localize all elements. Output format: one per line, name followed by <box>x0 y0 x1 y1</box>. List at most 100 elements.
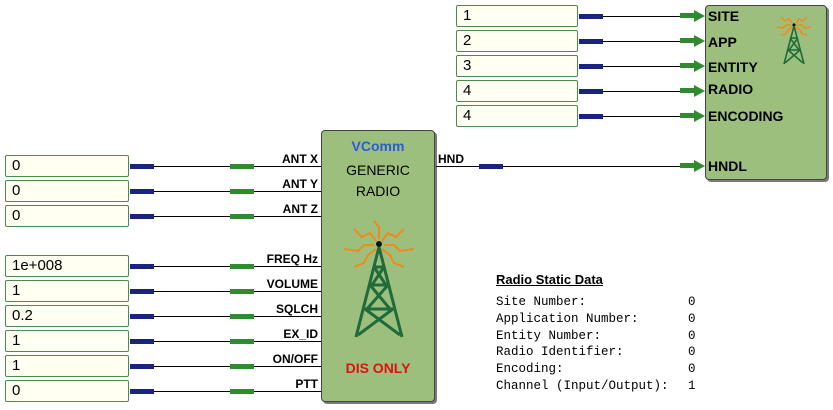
output-port <box>130 264 154 269</box>
static-value: 0 <box>688 295 696 309</box>
static-label: Channel (Input/Output): <box>496 378 669 393</box>
input-arrow-icon <box>680 113 694 118</box>
port-label-encoding: ENCODING <box>708 108 784 124</box>
volume-input[interactable]: 1 <box>5 280 129 302</box>
block-status-label: DIS ONLY <box>345 360 411 376</box>
output-port <box>130 389 154 394</box>
static-row-entity: Entity Number: 0 <box>496 329 726 346</box>
radio-static-data-panel: Radio Static Data Site Number: 0 Applica… <box>496 272 726 396</box>
ant-x-input[interactable]: 0 <box>5 155 129 177</box>
output-port <box>130 189 154 194</box>
port-label-ant-z: ANT Z <box>282 202 318 216</box>
wire <box>603 16 683 17</box>
port-label-ant-y: ANT Y <box>282 177 318 191</box>
freq-hz-input[interactable]: 1e+008 <box>5 255 129 277</box>
port-label-ant-x: ANT X <box>282 152 318 166</box>
wire <box>603 66 683 67</box>
static-row-radio: Radio Identifier: 0 <box>496 345 726 362</box>
wire <box>254 266 321 267</box>
port-label-radio: RADIO <box>708 81 754 97</box>
static-label: Application Number: <box>496 311 639 326</box>
port-label-freq-hz: FREQ Hz <box>266 252 318 266</box>
wire <box>603 91 683 92</box>
static-value: 1 <box>688 378 696 393</box>
static-label: Radio Identifier: <box>496 345 624 360</box>
wire <box>254 316 321 317</box>
port-label-hndl: HNDL <box>708 158 747 174</box>
radio-handle-block[interactable] <box>705 5 827 180</box>
wire <box>254 216 321 217</box>
arrowhead-icon <box>694 160 705 172</box>
port-label-ex-id: EX_ID <box>283 327 318 341</box>
arrowhead-icon <box>694 110 705 122</box>
wire <box>154 166 230 167</box>
site-input[interactable]: 1 <box>456 5 578 27</box>
radio-tower-icon <box>343 220 415 338</box>
static-label: Encoding: <box>496 362 564 377</box>
output-port <box>579 114 603 119</box>
arrowhead-icon <box>694 10 705 22</box>
input-port <box>230 289 254 294</box>
input-arrow-icon <box>680 163 694 168</box>
input-arrow-icon <box>680 13 694 18</box>
output-port <box>479 164 503 169</box>
wire <box>254 291 321 292</box>
input-port <box>230 264 254 269</box>
output-port <box>579 89 603 94</box>
output-port <box>130 339 154 344</box>
block-vendor-title: VComm <box>351 138 405 154</box>
input-port <box>230 389 254 394</box>
static-value: 0 <box>688 311 696 326</box>
ex-id-input[interactable]: 1 <box>5 330 129 352</box>
generic-radio-block[interactable]: VComm GENERIC RADIO DIS ONL <box>321 130 435 402</box>
static-value: 0 <box>688 345 696 360</box>
ant-y-input[interactable]: 0 <box>5 180 129 202</box>
ant-z-input[interactable]: 0 <box>5 205 129 227</box>
output-port <box>579 14 603 19</box>
block-name-line1: GENERIC <box>346 162 410 178</box>
static-data-title: Radio Static Data <box>496 272 603 287</box>
wire <box>603 41 683 42</box>
sqlch-input[interactable]: 0.2 <box>5 305 129 327</box>
output-port <box>579 64 603 69</box>
input-arrow-icon <box>680 38 694 43</box>
encoding-input[interactable]: 4 <box>456 105 578 127</box>
output-port <box>130 314 154 319</box>
static-row-site: Site Number: 0 <box>496 295 726 312</box>
wire <box>154 291 230 292</box>
block-name-line2: RADIO <box>355 183 401 199</box>
wire <box>154 191 230 192</box>
port-label-on-off: ON/OFF <box>272 352 318 366</box>
input-arrow-icon <box>680 63 694 68</box>
wire <box>603 116 683 117</box>
entity-input[interactable]: 3 <box>456 55 578 77</box>
arrowhead-icon <box>694 60 705 72</box>
input-port <box>230 189 254 194</box>
port-label-app: APP <box>708 34 737 50</box>
port-label-sqlch: SQLCH <box>276 302 318 316</box>
input-arrow-icon <box>680 88 694 93</box>
input-port <box>230 164 254 169</box>
wire <box>154 316 230 317</box>
wire <box>254 166 321 167</box>
output-port <box>130 214 154 219</box>
app-input[interactable]: 2 <box>456 30 578 52</box>
wire <box>254 191 321 192</box>
input-port <box>230 364 254 369</box>
wire <box>254 391 321 392</box>
ptt-input[interactable]: 0 <box>5 380 129 402</box>
wire <box>254 341 321 342</box>
wire <box>154 216 230 217</box>
arrowhead-icon <box>694 35 705 47</box>
static-row-channel: Channel (Input/Output): 1 <box>496 379 726 396</box>
wire <box>503 166 683 167</box>
output-port <box>130 164 154 169</box>
wire <box>154 391 230 392</box>
radio-input[interactable]: 4 <box>456 80 578 102</box>
output-port <box>130 289 154 294</box>
arrowhead-icon <box>694 85 705 97</box>
input-port <box>230 314 254 319</box>
wire <box>254 366 321 367</box>
wire <box>154 366 230 367</box>
on-off-input[interactable]: 1 <box>5 355 129 377</box>
